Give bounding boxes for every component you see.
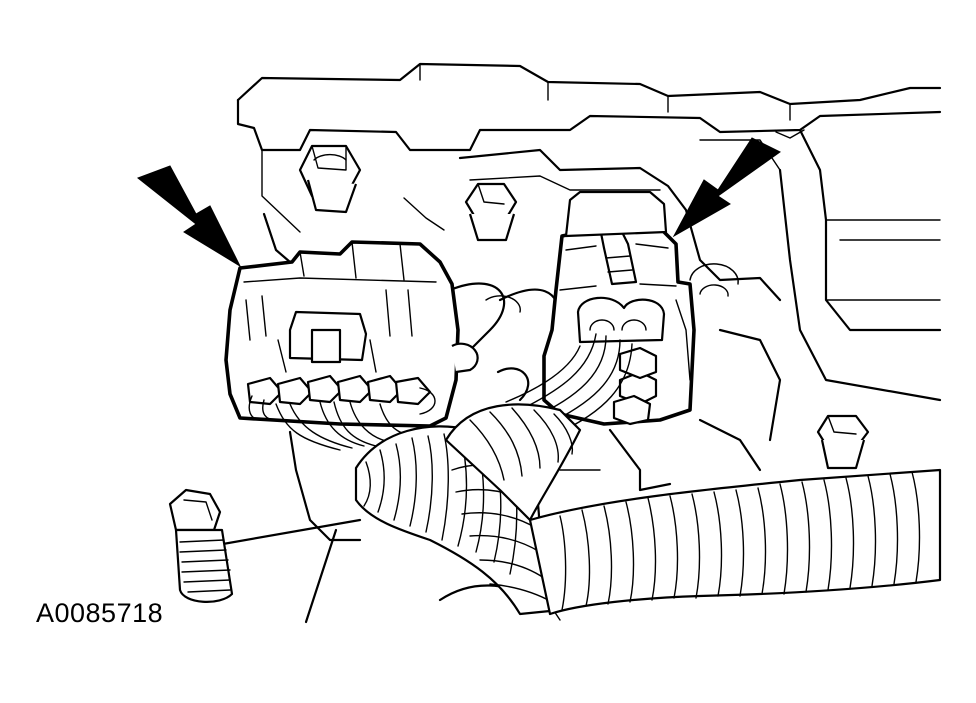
bolt-upper-left <box>298 144 362 214</box>
sensor-plug <box>168 488 234 603</box>
left-electrical-connector <box>224 240 479 428</box>
engine-housing <box>198 62 942 624</box>
callout-arrow-left <box>136 165 242 268</box>
bolt-right <box>816 414 870 470</box>
wiring-harness-loom <box>354 403 942 616</box>
figure-reference-code: A0085718 <box>36 598 164 628</box>
bolt-upper-center <box>464 182 518 242</box>
right-electrical-connector <box>542 190 696 426</box>
callout-arrow-right <box>672 137 781 238</box>
